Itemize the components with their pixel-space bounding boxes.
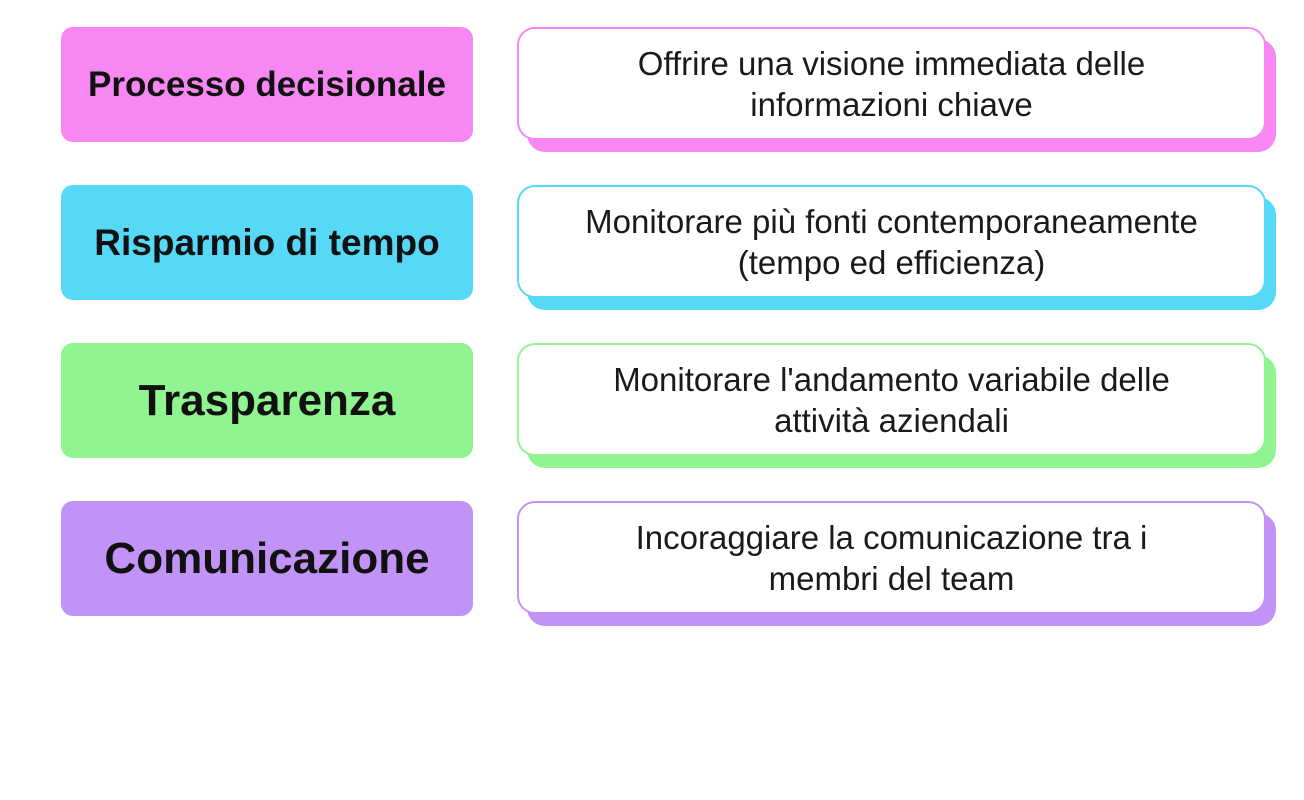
description-line-1: Monitorare più fonti contemporaneamente — [585, 202, 1198, 240]
description-text: Monitorare l'andamento variabile delle a… — [549, 359, 1234, 441]
label-box: Trasparenza — [61, 343, 473, 458]
description-box: Monitorare l'andamento variabile delle a… — [517, 343, 1266, 456]
label-box: Processo decisionale — [61, 27, 473, 142]
label-box: Risparmio di tempo — [61, 185, 473, 300]
label-box: Comunicazione — [61, 501, 473, 616]
row-processo-decisionale: Processo decisionale Offrire una visione… — [0, 27, 1304, 157]
description-line-2: attività aziendali — [774, 401, 1009, 439]
description-line-1: Incoraggiare la comunicazione tra i — [635, 518, 1148, 556]
description-text: Incoraggiare la comunicazione tra i memb… — [549, 517, 1234, 599]
label-text: Trasparenza — [138, 375, 396, 425]
row-trasparenza: Trasparenza Monitorare l'andamento varia… — [0, 343, 1304, 473]
description-box: Monitorare più fonti contemporaneamente … — [517, 185, 1266, 298]
description-text: Monitorare più fonti contemporaneamente … — [549, 201, 1234, 283]
label-text: Risparmio di tempo — [94, 221, 440, 263]
label-text: Processo decisionale — [88, 64, 446, 104]
description-line-2: (tempo ed efficienza) — [737, 243, 1046, 281]
description-line-1: Monitorare l'andamento variabile delle — [613, 360, 1170, 398]
description-line-2: informazioni chiave — [750, 85, 1033, 123]
description-line-2: membri del team — [768, 559, 1015, 597]
row-comunicazione: Comunicazione Incoraggiare la comunicazi… — [0, 501, 1304, 631]
label-text: Comunicazione — [104, 533, 430, 583]
description-line-1: Offrire una visione immediata delle — [637, 44, 1146, 82]
description-text: Offrire una visione immediata delle info… — [549, 43, 1234, 125]
description-box: Incoraggiare la comunicazione tra i memb… — [517, 501, 1266, 614]
description-box: Offrire una visione immediata delle info… — [517, 27, 1266, 140]
row-risparmio-di-tempo: Risparmio di tempo Monitorare più fonti … — [0, 185, 1304, 315]
